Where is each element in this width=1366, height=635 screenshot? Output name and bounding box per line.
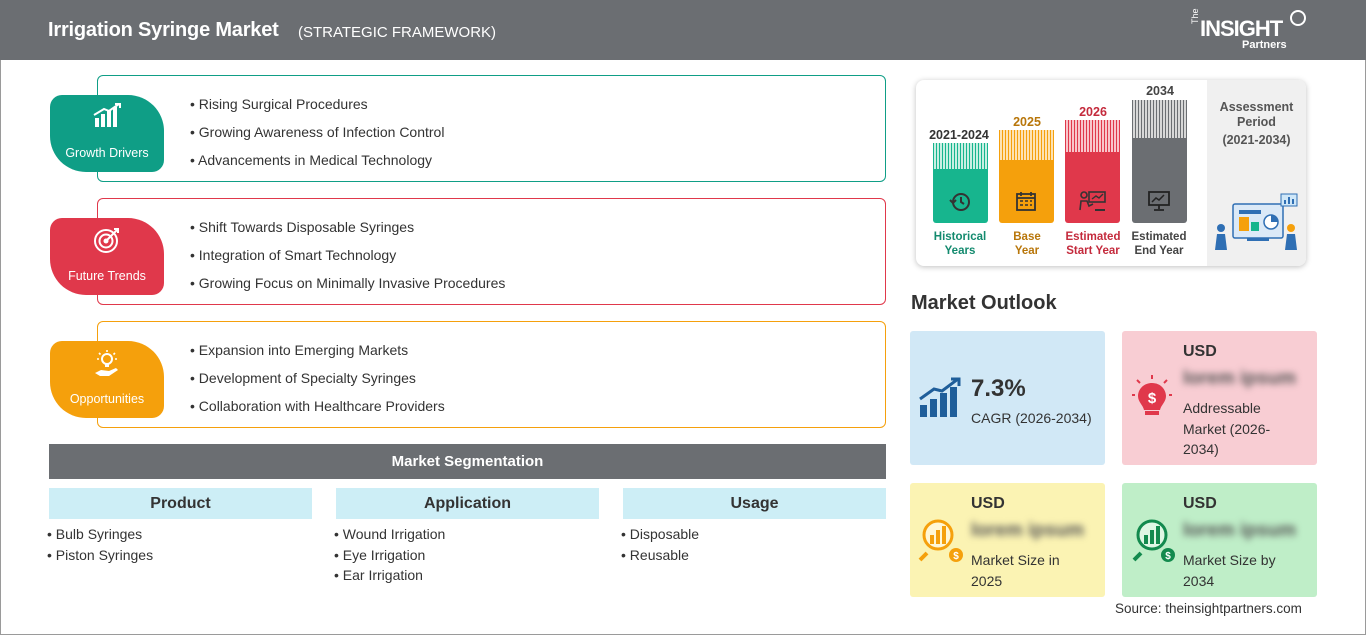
list-item: • Disposable (621, 526, 700, 542)
growth-chart-icon (919, 377, 961, 417)
svg-text:$: $ (953, 551, 959, 562)
segment-header-application: Application (336, 488, 599, 519)
list-item: • Expansion into Emerging Markets (190, 342, 409, 358)
growth-drivers-label: Growth Drivers (65, 146, 149, 160)
list-item: • Rising Surgical Procedures (190, 96, 368, 112)
header-bar: Irrigation Syringe Market (STRATEGIC FRA… (0, 0, 1366, 60)
list-item: • Integration of Smart Technology (190, 247, 397, 263)
logo-ring-icon (1290, 10, 1306, 26)
segmentation-title: Market Segmentation (49, 444, 886, 479)
bar-base (999, 130, 1054, 223)
bar-historical (933, 143, 988, 223)
segment-list-usage: • Disposable • Reusable (621, 524, 699, 565)
addressable-market-card: $ USD lorem ipsum Addressable Market (20… (1122, 331, 1317, 465)
assessment-label: Assessment Period (1219, 100, 1294, 129)
market-outlook-title: Market Outlook (911, 292, 1057, 314)
list-item: • Growing Focus on Minimally Invasive Pr… (190, 275, 506, 291)
list-item: • Development of Specialty Syringes (190, 370, 416, 386)
bar-end (1132, 100, 1187, 223)
bar-year-base: 2025 (1013, 115, 1041, 129)
monitor-icon (1148, 191, 1170, 211)
list-item: • Shift Towards Disposable Syringes (190, 219, 415, 235)
list-item: • Piston Syringes (47, 546, 154, 563)
insight-partners-logo[interactable]: The INSIGHT Partners (1190, 8, 1310, 54)
bar-year-end: 2034 (1146, 84, 1174, 98)
svg-text:$: $ (1148, 390, 1157, 407)
page-subtitle: (STRATEGIC FRAMEWORK) (298, 24, 497, 41)
size-2034-value: lorem ipsum (1183, 520, 1296, 541)
segment-list-product: • Bulb Syringes • Piston Syringes (47, 524, 153, 565)
list-item: • Collaboration with Healthcare Provider… (190, 398, 445, 414)
growth-drivers-list: • Rising Surgical Procedures • Growing A… (190, 94, 444, 178)
list-item: • Bulb Syringes (47, 526, 143, 542)
target-icon (94, 228, 119, 253)
segment-header-product: Product (49, 488, 312, 519)
magnifier-chart-icon: $ (918, 519, 963, 562)
list-item: • Reusable (621, 546, 689, 563)
opportunities-label: Opportunities (69, 392, 145, 406)
size-2034-label: Market Size by 2034 (1183, 552, 1276, 589)
bar-year-start: 2026 (1079, 105, 1107, 119)
growth-drivers-badge: Growth Drivers (50, 95, 164, 172)
future-trends-list: • Shift Towards Disposable Syringes • In… (190, 217, 505, 301)
analytics-people-icon (1215, 193, 1298, 250)
size-2034-currency: USD (1183, 495, 1217, 512)
list-item: • Advancements in Medical Technology (190, 152, 433, 168)
size-2025-currency: USD (971, 495, 1005, 512)
page-title: Irrigation Syringe Market (48, 19, 279, 41)
dollar-bulb-icon: $ (1132, 375, 1172, 415)
bar-start (1065, 120, 1120, 223)
future-trends-label: Future Trends (68, 269, 146, 283)
cagr-label: CAGR (2026-2034) (971, 410, 1092, 426)
list-item: • Ear Irrigation (334, 567, 423, 583)
size-2025-value: lorem ipsum (971, 520, 1084, 541)
history-icon (949, 193, 970, 211)
magnifier-growth-icon: $ (1132, 519, 1175, 562)
future-trends-badge: Future Trends (50, 218, 164, 295)
list-item: • Eye Irrigation (334, 546, 426, 563)
bar-year-historical: 2021-2024 (929, 128, 989, 142)
opportunities-badge: Opportunities (50, 341, 164, 418)
cagr-card: 7.3% CAGR (2026-2034) (910, 331, 1105, 465)
source-note: Source: theinsightpartners.com (1115, 601, 1302, 616)
assessment-period-panel: Assessment Period (2021-2034) (1207, 80, 1306, 266)
segment-list-application: • Wound Irrigation • Eye Irrigation • Ea… (334, 524, 445, 586)
cagr-value: 7.3% (971, 375, 1026, 402)
growth-drivers-box: • Rising Surgical Procedures • Growing A… (97, 75, 886, 182)
market-size-2025-card: $ USD lorem ipsum Market Size in 2025 (910, 483, 1105, 597)
assessment-range: (2021-2034) (1222, 133, 1291, 147)
market-size-2034-card: $ USD lorem ipsum Market Size by 2034 (1122, 483, 1317, 597)
opportunities-list: • Expansion into Emerging Markets • Deve… (190, 340, 445, 424)
addressable-value: lorem ipsum (1183, 368, 1296, 389)
calendar-icon (1016, 192, 1036, 211)
future-trends-box: • Shift Towards Disposable Syringes • In… (97, 198, 886, 305)
logo-the: The (1190, 8, 1200, 24)
segment-header-usage: Usage (623, 488, 886, 519)
svg-text:$: $ (1165, 551, 1171, 562)
lightbulb-hand-icon (95, 350, 118, 376)
logo-insight: INSIGHT (1200, 16, 1283, 41)
opportunities-box: • Expansion into Emerging Markets • Deve… (97, 321, 886, 428)
addressable-label: Addressable Market (2026-2034) (1183, 400, 1271, 457)
logo-partners: Partners (1242, 39, 1287, 51)
presentation-icon (1079, 191, 1106, 211)
bar-chart-icon (93, 103, 121, 127)
size-2025-label: Market Size in 2025 (971, 552, 1060, 589)
addressable-currency: USD (1183, 343, 1217, 360)
list-item: • Wound Irrigation (334, 526, 446, 542)
list-item: • Growing Awareness of Infection Control (190, 124, 445, 140)
